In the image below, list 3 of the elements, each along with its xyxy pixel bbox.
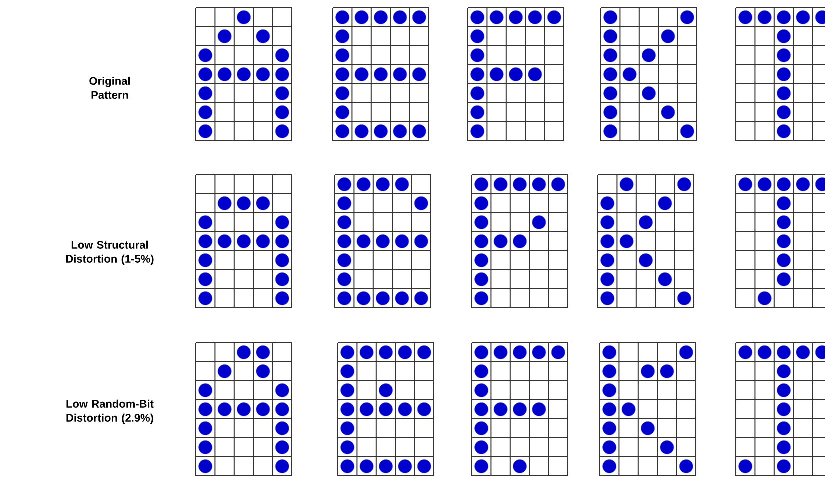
row-label: Low Random-Bit Distortion (2.9%)	[66, 400, 154, 424]
row-label: Original Pattern	[90, 76, 130, 100]
row-label: Low Structural Distortion (1-5%)	[66, 240, 154, 266]
